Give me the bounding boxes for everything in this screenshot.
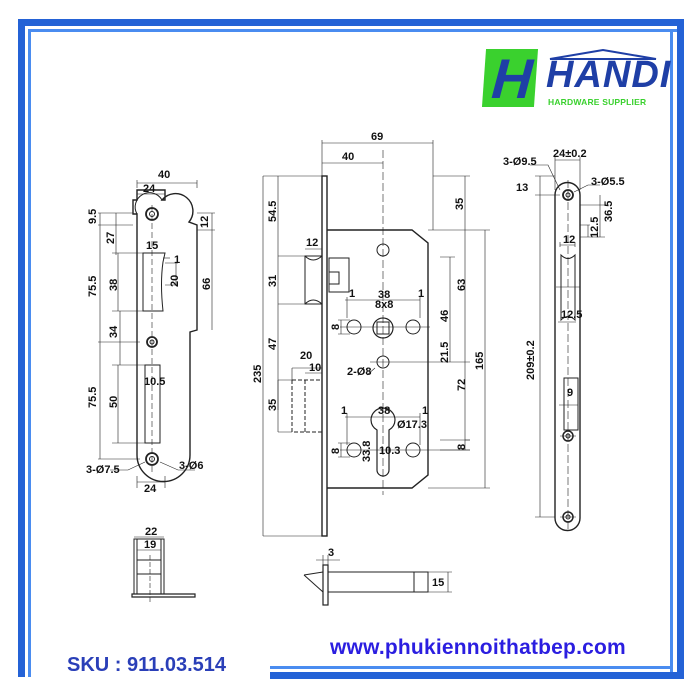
brand-logo: H HANDI HARDWARE SUPPLIER [481, 47, 684, 117]
dim-strike-50: 50 [108, 396, 120, 408]
dim-body-47: 47 [267, 338, 279, 350]
dim-strike-12: 12 [199, 216, 211, 228]
dim-strike-24-top: 24 [143, 183, 156, 195]
dim-strike-9-5: 9.5 [87, 209, 99, 224]
dim-strike-34: 34 [108, 325, 120, 338]
dim-body-165: 165 [474, 352, 486, 370]
dim-body-21-5: 21.5 [439, 342, 451, 363]
label-strike-hole-7-5: 3-Ø7.5 [86, 464, 120, 476]
dim-spindle-1b: 1 [418, 288, 424, 300]
dim-face-12-5: 12.5 [561, 309, 582, 321]
latch-end-view-drawing [131, 536, 196, 602]
dim-body-69: 69 [371, 131, 383, 143]
dim-face-12-5-top: 12.5 [589, 217, 601, 238]
dim-strike-75-5-top: 75.5 [87, 276, 99, 297]
dim-strike-10-5: 10.5 [144, 376, 165, 388]
logo-roof-icon [549, 49, 657, 60]
label-strike-hole-6: 3-Ø6 [179, 460, 203, 472]
bolt-side-view-drawing [303, 555, 452, 606]
dim-body-235: 235 [252, 365, 264, 383]
lock-body-drawing [262, 140, 490, 537]
dim-face-24: 24±0.2 [553, 148, 587, 160]
dim-strike-20: 20 [169, 275, 181, 287]
frame-bottom-inner [270, 666, 673, 669]
label-face-hole-9-5: 3-Ø9.5 [503, 156, 537, 168]
frame-right-inner [670, 29, 673, 673]
dim-body-40: 40 [342, 151, 354, 163]
dim-body-8-right: 8 [456, 444, 468, 450]
dim-cyl-17-3: Ø17.3 [397, 419, 427, 431]
faceplate-drawing [530, 157, 605, 532]
dim-body-12: 12 [306, 237, 318, 249]
dim-cyl-1a: 1 [341, 405, 347, 417]
dim-body-46: 46 [439, 310, 451, 322]
dim-spindle-8x8: 8x8 [375, 299, 393, 311]
frame-top-outer [18, 19, 684, 26]
dim-cyl-33-8: 33.8 [361, 441, 373, 462]
dim-strike-40: 40 [158, 169, 170, 181]
dim-strike-66: 66 [201, 278, 213, 290]
dim-face-209: 209±0.2 [525, 340, 537, 380]
dim-strike-38: 38 [108, 279, 120, 291]
dim-body-10: 10 [309, 362, 321, 374]
dim-body-35-left: 35 [267, 399, 279, 411]
dim-body-20: 20 [300, 350, 312, 362]
dim-face-9: 9 [567, 387, 573, 399]
dim-bolt-15: 15 [432, 577, 444, 589]
dim-body-8-upper: 8 [330, 324, 342, 330]
dim-cyl-1b: 1 [422, 405, 428, 417]
dim-latch-19: 19 [144, 539, 156, 551]
dim-face-36-5: 36.5 [603, 201, 615, 222]
dim-body-54-5: 54.5 [267, 201, 279, 222]
dim-cyl-38: 38 [378, 405, 390, 417]
dim-strike-75-5-bottom: 75.5 [87, 387, 99, 408]
dim-face-12: 12 [563, 234, 575, 246]
label-screw-holes: 2-Ø8 [347, 366, 371, 378]
dim-strike-27: 27 [105, 232, 117, 244]
frame-right-outer [677, 19, 684, 679]
dim-spindle-1a: 1 [349, 288, 355, 300]
website-link[interactable]: www.phukiennoithatbep.com [330, 636, 626, 659]
dim-cyl-10-3: 10.3 [379, 445, 400, 457]
label-face-hole-5-5: 3-Ø5.5 [591, 176, 625, 188]
dim-strike-1: 1 [174, 254, 180, 266]
strike-plate-drawing [98, 180, 215, 488]
frame-left-outer [18, 19, 25, 677]
dim-spindle-38: 38 [378, 289, 390, 301]
frame-bottom-outer [270, 672, 684, 679]
dim-body-8-lower: 8 [330, 448, 342, 454]
dim-body-35-right: 35 [454, 198, 466, 210]
dim-strike-15: 15 [146, 240, 158, 252]
dim-bolt-3: 3 [328, 547, 334, 559]
dim-body-72: 72 [456, 379, 468, 391]
dim-face-13: 13 [516, 182, 528, 194]
sku-label: SKU : 911.03.514 [67, 654, 226, 676]
dim-latch-22: 22 [145, 526, 157, 538]
brand-tagline: HARDWARE SUPPLIER [548, 97, 647, 107]
dim-body-31: 31 [267, 275, 279, 287]
frame-top-inner [28, 29, 680, 32]
dim-body-63: 63 [456, 279, 468, 291]
dim-strike-24-bottom: 24 [144, 483, 157, 495]
frame-left-inner [28, 29, 31, 677]
brand-name: HANDI [546, 54, 672, 96]
